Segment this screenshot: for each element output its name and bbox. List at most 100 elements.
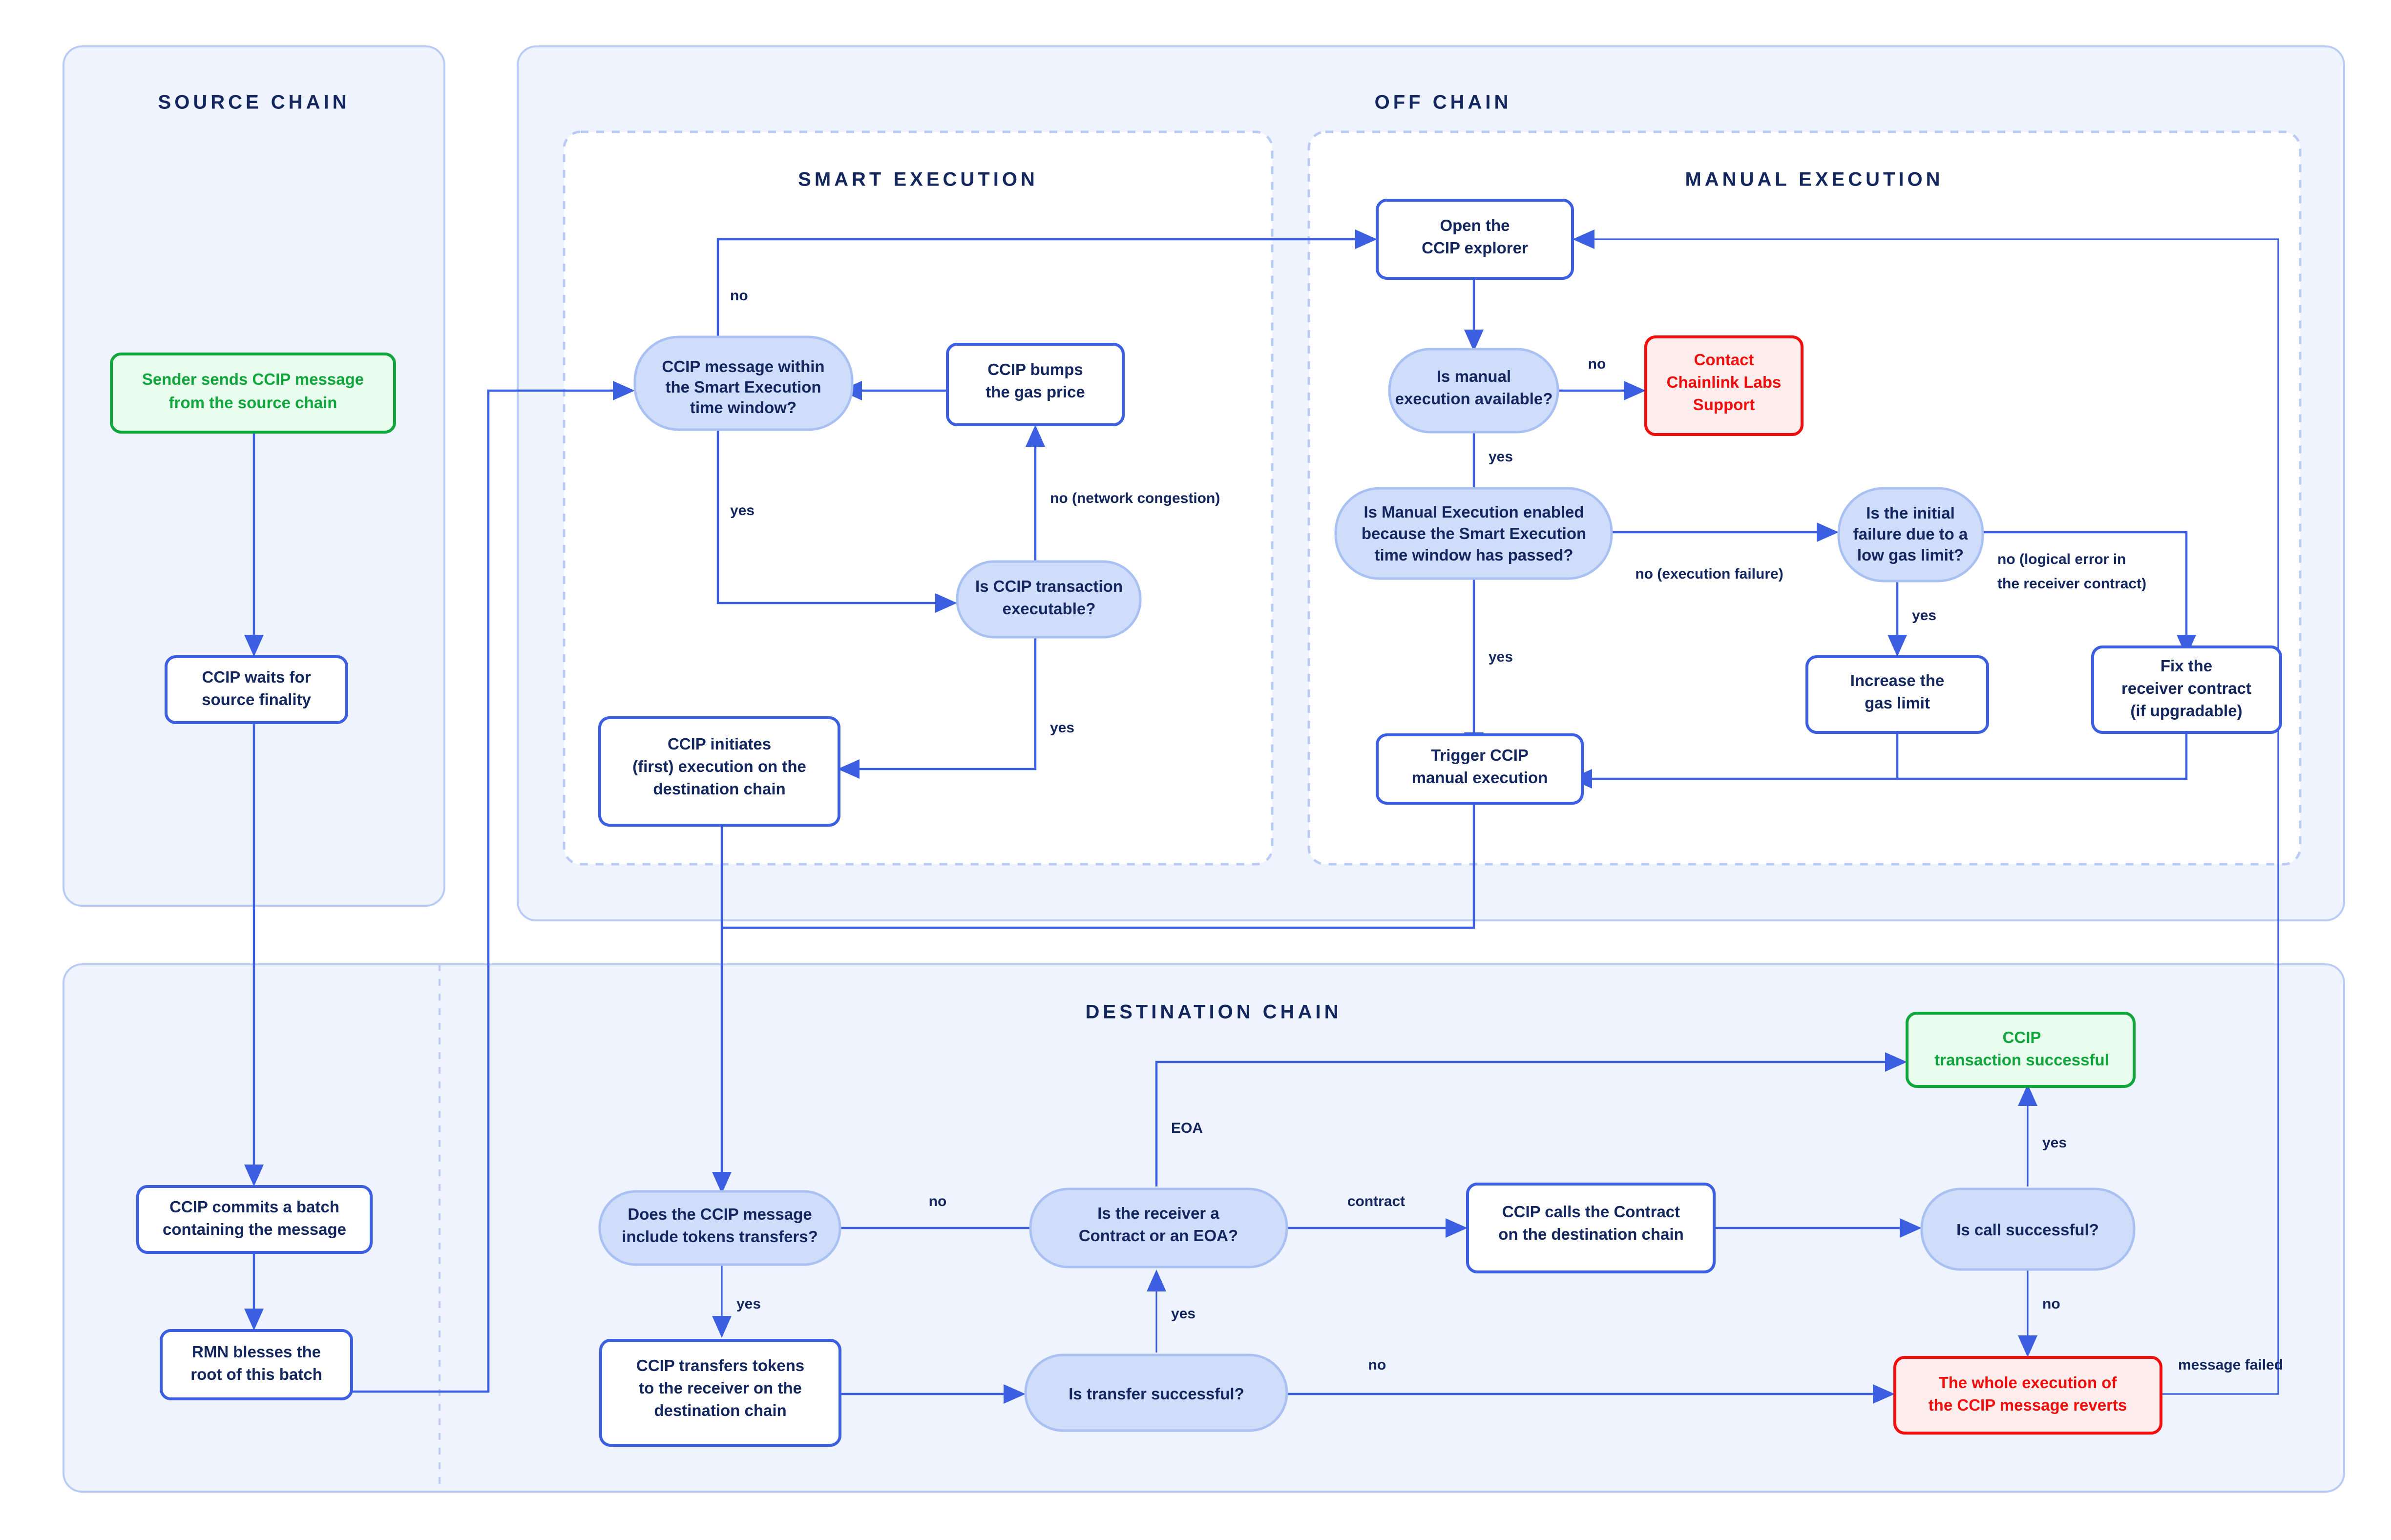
node-transfers-tokens[interactable]: CCIP transfers tokens to the receiver on… bbox=[599, 1339, 841, 1447]
node-contact-support[interactable]: Contact Chainlink Labs Support bbox=[1644, 335, 1804, 436]
node-commits-batch[interactable]: CCIP commits a batch containing the mess… bbox=[136, 1185, 373, 1254]
panel-manual-execution bbox=[1307, 130, 2302, 866]
node-calls-contract[interactable]: CCIP calls the Contract on the destinati… bbox=[1466, 1183, 1716, 1273]
node-manual-available-line2: execution available? bbox=[1395, 390, 1553, 408]
node-increase-gas-box bbox=[1805, 655, 1989, 734]
edge-label-lowgas-no-line1: no (logical error in bbox=[1997, 551, 2126, 567]
node-open-explorer-line1: Open the bbox=[1440, 216, 1510, 234]
node-within-window-line3: time window? bbox=[690, 398, 797, 416]
arrow-tokens-yes bbox=[712, 1316, 732, 1338]
edge-label-tokens-yes: yes bbox=[736, 1296, 761, 1312]
node-include-tokens-box bbox=[598, 1190, 841, 1266]
node-manual-enabled-line3: time window has passed? bbox=[1374, 546, 1573, 564]
edge-label-executable-yes: yes bbox=[1050, 720, 1074, 736]
edge-label-enabled-no: no (execution failure) bbox=[1635, 566, 1783, 582]
node-transfers-tokens-line3: destination chain bbox=[654, 1401, 786, 1419]
arrow-transfers-to-success bbox=[1004, 1384, 1026, 1404]
node-trigger-manual-box bbox=[1376, 733, 1584, 805]
node-low-gas-limit-line2: failure due to a bbox=[1853, 525, 1968, 543]
node-transaction-successful-box bbox=[1906, 1012, 2136, 1088]
arrow-lowgas-yes bbox=[1888, 635, 1907, 657]
node-open-explorer[interactable]: Open the CCIP explorer bbox=[1376, 199, 1574, 280]
edge-label-call-no: no bbox=[2042, 1296, 2060, 1312]
node-receiver-type-line2: Contract or an EOA? bbox=[1079, 1227, 1238, 1245]
arrow-available-no bbox=[1624, 381, 1646, 400]
panel-title-source-chain: SOURCE CHAIN bbox=[158, 92, 350, 113]
node-bumps-gas-box bbox=[946, 343, 1125, 426]
arrow-commit-to-rmn bbox=[244, 1309, 264, 1331]
edge-trigger-to-destination bbox=[722, 801, 1475, 929]
node-initiates-execution[interactable]: CCIP initiates (first) execution on the … bbox=[598, 716, 840, 827]
node-rmn-blesses-box bbox=[160, 1329, 353, 1400]
node-initiates-execution-line1: CCIP initiates bbox=[668, 735, 771, 753]
arrow-rmn-to-within-window bbox=[613, 381, 635, 400]
edge-label-call-yes: yes bbox=[2042, 1135, 2067, 1151]
node-call-successful[interactable]: Is call successful? bbox=[1920, 1187, 2136, 1271]
node-execution-reverts[interactable]: The whole execution of the CCIP message … bbox=[1893, 1356, 2162, 1435]
node-transaction-successful-line1: CCIP bbox=[2003, 1028, 2041, 1046]
edge-label-executable-no: no (network congestion) bbox=[1050, 490, 1220, 506]
node-is-executable[interactable]: Is CCIP transaction executable? bbox=[956, 560, 1142, 639]
edge-within-window-yes bbox=[716, 430, 945, 604]
panel-smart-execution bbox=[563, 130, 1274, 866]
node-fix-receiver[interactable]: Fix the receiver contract (if upgradable… bbox=[2091, 645, 2282, 734]
node-manual-enabled-line2: because the Smart Execution bbox=[1362, 524, 1586, 542]
edge-label-message-failed: message failed bbox=[2178, 1357, 2283, 1373]
node-commits-batch-box bbox=[136, 1185, 373, 1254]
node-include-tokens[interactable]: Does the CCIP message include tokens tra… bbox=[598, 1190, 841, 1266]
node-waits-finality-line1: CCIP waits for bbox=[202, 668, 311, 686]
node-bumps-gas[interactable]: CCIP bumps the gas price bbox=[946, 343, 1125, 426]
node-trigger-manual[interactable]: Trigger CCIP manual execution bbox=[1376, 733, 1584, 805]
node-increase-gas-line2: gas limit bbox=[1865, 694, 1930, 712]
node-fix-receiver-line3: (if upgradable) bbox=[2130, 702, 2242, 720]
node-call-successful-line1: Is call successful? bbox=[1956, 1221, 2099, 1239]
node-sender-sends[interactable]: Sender sends CCIP message from the sourc… bbox=[110, 353, 396, 434]
edge-receiver-eoa bbox=[1155, 1061, 1895, 1186]
node-within-window-box bbox=[633, 335, 854, 431]
node-is-executable-line1: Is CCIP transaction bbox=[975, 577, 1123, 595]
panel-title-off-chain: OFF CHAIN bbox=[1375, 92, 1512, 113]
edge-label-within-window-no: no bbox=[730, 288, 748, 304]
node-manual-enabled[interactable]: Is Manual Execution enabled because the … bbox=[1334, 487, 1613, 580]
arrow-reverts-to-explorer bbox=[1573, 229, 1594, 249]
node-increase-gas-line1: Increase the bbox=[1850, 671, 1945, 689]
node-contact-support-line1: Contact bbox=[1694, 351, 1754, 369]
arrow-call-yes bbox=[2018, 1084, 2037, 1106]
node-include-tokens-line2: include tokens transfers? bbox=[622, 1228, 818, 1246]
node-sender-sends-line2: from the source chain bbox=[169, 394, 337, 412]
arrow-executable-no bbox=[1026, 425, 1045, 447]
node-sender-sends-line1: Sender sends CCIP message bbox=[142, 370, 364, 388]
panel-title-manual-execution: MANUAL EXECUTION bbox=[1685, 169, 1943, 190]
node-waits-finality[interactable]: CCIP waits for source finality bbox=[165, 655, 348, 724]
edge-fix-to-trigger bbox=[1897, 732, 2188, 780]
node-rmn-blesses[interactable]: RMN blesses the root of this batch bbox=[160, 1329, 353, 1400]
node-low-gas-limit[interactable]: Is the initial failure due to a low gas … bbox=[1837, 487, 1984, 583]
node-receiver-type[interactable]: Is the receiver a Contract or an EOA? bbox=[1029, 1187, 1288, 1269]
arrow-finality-to-commit bbox=[244, 1165, 264, 1186]
arrow-within-window-yes bbox=[935, 593, 957, 613]
node-sender-sends-box bbox=[110, 353, 396, 434]
node-increase-gas[interactable]: Increase the gas limit bbox=[1805, 655, 1989, 734]
node-transfers-tokens-box bbox=[599, 1339, 841, 1447]
node-trigger-manual-line1: Trigger CCIP bbox=[1431, 746, 1529, 764]
node-manual-available[interactable]: Is manual execution available? bbox=[1388, 348, 1559, 434]
node-fix-receiver-line1: Fix the bbox=[2160, 657, 2212, 675]
node-low-gas-limit-box bbox=[1837, 487, 1984, 583]
node-initiates-execution-box bbox=[598, 716, 840, 827]
edge-label-available-no: no bbox=[1588, 356, 1606, 372]
edge-reverts-to-explorer bbox=[1585, 238, 2279, 1395]
node-open-explorer-box bbox=[1376, 199, 1574, 280]
node-execution-reverts-box bbox=[1893, 1356, 2162, 1435]
edge-lowgas-no bbox=[1983, 531, 2188, 645]
node-call-successful-box bbox=[1920, 1187, 2136, 1271]
arrow-initiates-to-tokens bbox=[712, 1172, 732, 1194]
arrow-explorer-to-available bbox=[1464, 330, 1484, 352]
node-within-window[interactable]: CCIP message within the Smart Execution … bbox=[633, 335, 854, 431]
edge-label-transfer-yes: yes bbox=[1171, 1306, 1196, 1322]
node-transfer-successful[interactable]: Is transfer successful? bbox=[1024, 1353, 1288, 1432]
arrow-enabled-no bbox=[1817, 522, 1839, 542]
node-trigger-manual-line2: manual execution bbox=[1412, 769, 1548, 787]
node-transaction-successful[interactable]: CCIP transaction successful bbox=[1906, 1012, 2136, 1088]
edge-label-receiver-contract: contract bbox=[1347, 1193, 1405, 1209]
